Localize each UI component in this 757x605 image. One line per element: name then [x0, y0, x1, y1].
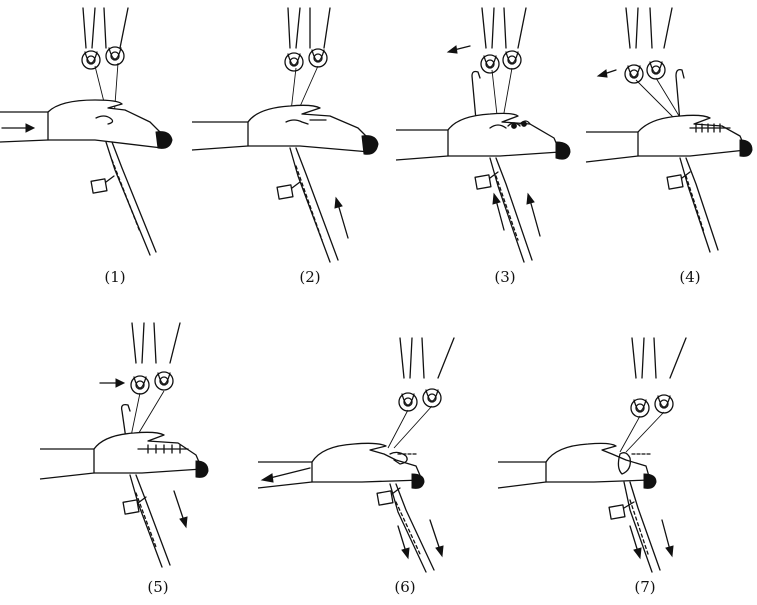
- looper: [585, 68, 753, 163]
- needle: [122, 474, 171, 568]
- looper: [191, 104, 379, 155]
- looper: [497, 442, 657, 489]
- thread: [387, 405, 433, 449]
- direction-arrow: [99, 378, 126, 388]
- direction-arrow: [397, 519, 444, 560]
- direction-arrow: [492, 192, 541, 237]
- thread: [619, 411, 665, 453]
- thread-guides: [130, 322, 181, 395]
- looper: [39, 403, 209, 480]
- direction-arrow: [334, 196, 349, 239]
- direction-arrow: [260, 467, 311, 483]
- panel-1-drawing: [0, 7, 173, 256]
- panel-4-caption: (4): [679, 268, 701, 286]
- looper: [395, 70, 571, 161]
- direction-arrow: [446, 45, 471, 54]
- thread-guides: [480, 7, 527, 74]
- thread-guides: [624, 7, 673, 84]
- panel-5-drawing: [39, 322, 209, 568]
- thread-guides: [284, 7, 331, 72]
- needle: [90, 141, 157, 256]
- looper: [257, 442, 425, 489]
- panel-2-caption: (2): [299, 268, 321, 286]
- looper: [0, 99, 173, 149]
- panel-7-drawing: [497, 337, 687, 573]
- panel-4-drawing: [585, 7, 753, 253]
- direction-arrow: [629, 519, 674, 560]
- panel-6-drawing: [257, 337, 455, 573]
- panel-5-caption: (5): [147, 578, 169, 596]
- thread-guides: [398, 337, 455, 412]
- thread-guides: [630, 337, 687, 418]
- direction-arrow: [1, 123, 36, 133]
- needle: [376, 483, 435, 573]
- direction-arrow: [596, 69, 617, 78]
- needle: [608, 481, 661, 573]
- direction-arrow: [173, 490, 188, 529]
- panel-3-drawing: [395, 7, 571, 263]
- needle: [276, 147, 339, 263]
- panel-3-caption: (3): [494, 268, 516, 286]
- panel-6-caption: (6): [394, 578, 416, 596]
- panel-7-caption: (7): [634, 578, 656, 596]
- panel-2-drawing: [191, 7, 379, 263]
- needle: [666, 157, 719, 253]
- thread-guides: [81, 7, 129, 70]
- panel-1-caption: (1): [104, 268, 126, 286]
- needle: [474, 157, 533, 263]
